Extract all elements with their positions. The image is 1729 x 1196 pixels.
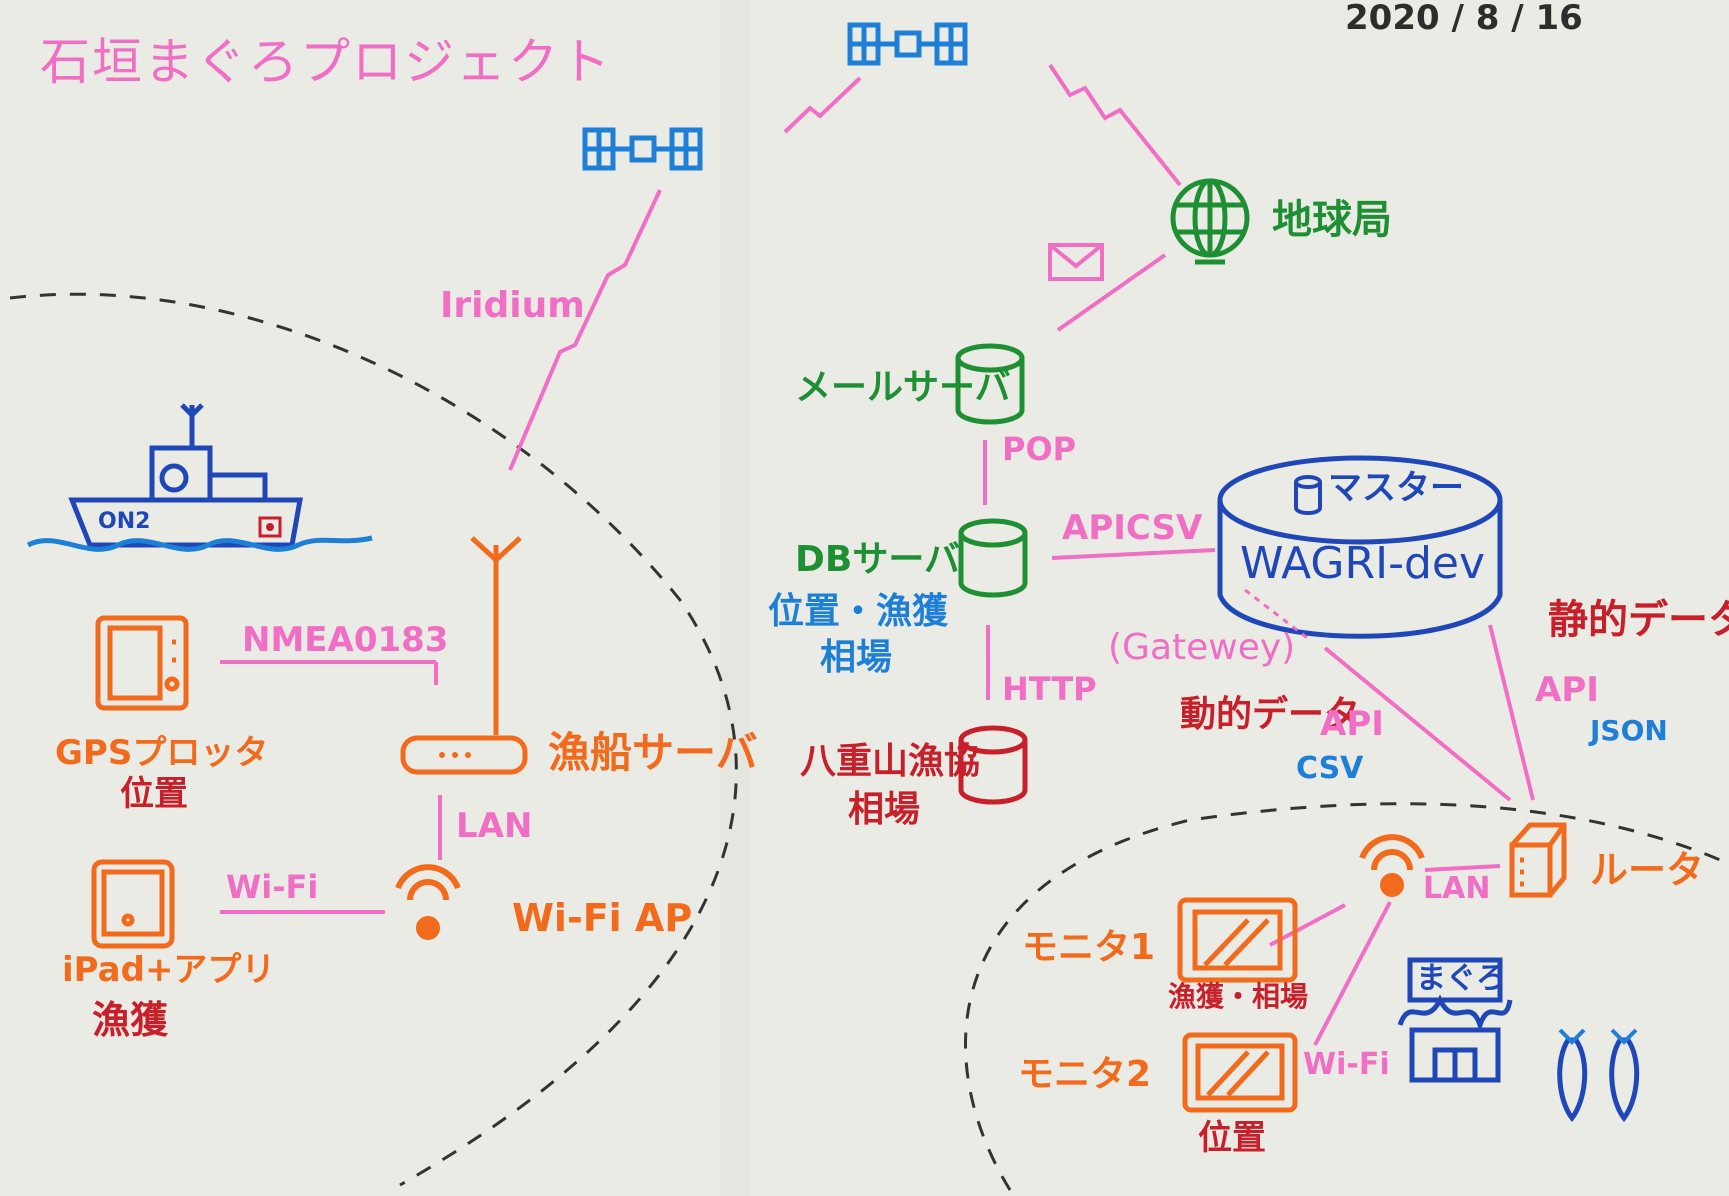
tuna-fish-icon — [1557, 1037, 1640, 1123]
monitor-2-caption: 位置 — [1198, 1118, 1266, 1158]
dynamic-data-link — [1323, 646, 1512, 802]
earth-station-globe-icon — [1170, 178, 1250, 265]
master-label: マスター — [1328, 468, 1464, 508]
ship-server-dots — [439, 752, 471, 758]
satellite-icon — [582, 127, 703, 171]
monitor-1-icon — [1177, 897, 1298, 983]
api-csv-top-label: APICSV — [1062, 508, 1203, 548]
market-db-label-2: 相場 — [848, 789, 921, 830]
iridium-label: Iridium — [440, 285, 585, 326]
gps-plotter-icon — [95, 615, 189, 711]
market-db-label-1: 八重山漁協 — [800, 741, 981, 782]
mail-server-label: メールサーバ — [795, 367, 1011, 408]
date-label: 2020 / 8 / 16 — [1345, 0, 1583, 38]
db-server-contents-2: 相場 — [820, 637, 893, 678]
static-data-label: 静的データ — [1548, 597, 1729, 643]
gps-plotter-label: GPSプロッタ — [55, 733, 269, 773]
ship-server-icon — [400, 735, 528, 775]
market-database-icon — [958, 725, 1028, 805]
antenna-icon — [470, 536, 522, 735]
gateway-label: (Gatewey) — [1108, 627, 1296, 668]
lan-link-shore — [1424, 864, 1501, 872]
gps-plotter-caption: 位置 — [120, 774, 188, 814]
api-csv-bottom-label-2: CSV — [1296, 751, 1364, 786]
router-label: ルータ — [1590, 848, 1705, 892]
earth-station-label: 地球局 — [1272, 197, 1392, 243]
wagri-label: WAGRI-dev — [1240, 538, 1485, 589]
db-wagri-link — [1051, 548, 1216, 560]
wifi-ap-shore-icon — [1359, 834, 1425, 897]
monitor-1-caption: 漁獲・相場 — [1168, 980, 1309, 1013]
diagram-title: 石垣まぐろプロジェクト — [40, 33, 612, 91]
ipad-caption: 漁獲 — [92, 998, 169, 1042]
wifi-link-monitor2 — [1313, 901, 1392, 1046]
router-icon — [1509, 822, 1567, 898]
downlink — [1048, 63, 1182, 187]
monitor-2-label: モニタ2 — [1018, 1054, 1152, 1095]
shore-zone-boundary — [964, 802, 1726, 1191]
paper-fold — [720, 0, 750, 1196]
master-database-icon — [1294, 475, 1322, 515]
envelope-icon — [1048, 243, 1104, 281]
tuna-shop-icon — [1397, 957, 1513, 1083]
static-data-link — [1488, 624, 1535, 801]
wagri-platform-cylinder — [1217, 455, 1503, 639]
wifi-ap-icon — [395, 864, 461, 940]
ship-zone-boundary — [9, 292, 738, 1187]
nmea-label: NMEA0183 — [242, 620, 449, 660]
mail-link — [1056, 253, 1167, 332]
http-label: HTTP — [1002, 670, 1097, 708]
api-csv-bottom-label-1: API — [1320, 704, 1384, 744]
api-json-label-2: JSON — [1590, 714, 1668, 747]
mail-server-database-icon — [955, 343, 1025, 425]
satellite-crosslink — [783, 76, 862, 134]
monitor-2-icon — [1182, 1032, 1298, 1113]
wifi-label-shore: Wi-Fi — [1303, 1047, 1390, 1082]
db-server-contents-1: 位置・漁獲 — [768, 591, 949, 632]
wifi-label-ship: Wi-Fi — [226, 868, 319, 906]
boat-id-label: ON2 — [98, 509, 151, 534]
wifi-ap-label: Wi-Fi AP — [512, 896, 693, 940]
iridium-link — [508, 189, 662, 471]
tuna-tail-icon — [1558, 1028, 1638, 1045]
satellite-icon — [847, 22, 968, 66]
lan-label-ship: LAN — [456, 806, 533, 846]
pop-label: POP — [1002, 430, 1077, 468]
ipad-label: iPad+アプリ — [62, 950, 276, 990]
db-server-database-icon — [958, 518, 1028, 598]
ship-server-label: 漁船サーバ — [548, 728, 758, 777]
api-json-label-1: API — [1535, 670, 1599, 710]
sea-waves — [26, 535, 373, 552]
dynamic-data-label: 動的データ — [1180, 694, 1361, 735]
shop-sign: まぐろ — [1416, 961, 1506, 996]
gateway-link — [1244, 588, 1311, 642]
db-server-label: DBサーバ — [795, 539, 960, 580]
ipad-icon — [91, 859, 175, 949]
monitor-1-label: モニタ1 — [1022, 927, 1156, 968]
lan-label-shore: LAN — [1423, 871, 1491, 906]
